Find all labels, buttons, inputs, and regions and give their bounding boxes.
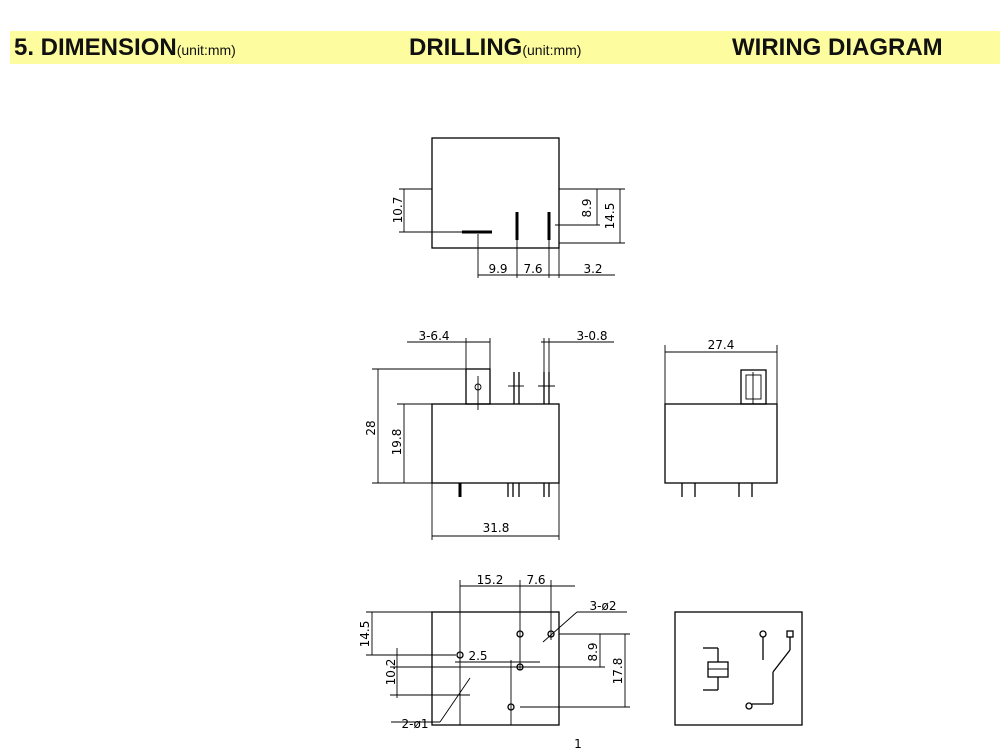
drilling-view: 15.2 7.6 3-ø2 14.5 10.2 2.5 8.9 17.8 2-ø… — [358, 573, 630, 731]
contact-com — [745, 702, 753, 710]
dim-10-7: 10.7 — [391, 197, 405, 224]
dim-3-0-8: 3-0.8 — [576, 329, 607, 343]
dim-10-2: 10.2 — [384, 659, 398, 686]
wiring-title: WIRING DIAGRAM — [732, 34, 943, 61]
coil-symbol — [707, 661, 729, 678]
dimension-title: 5. DIMENSION(unit:mm) — [14, 31, 236, 67]
drilling-unit: (unit:mm) — [522, 42, 582, 58]
dim-15-2: 15.2 — [477, 573, 504, 587]
dim-31-8: 31.8 — [483, 521, 510, 535]
page-mark: 1 — [574, 737, 582, 751]
dim-7-6b: 7.6 — [526, 573, 545, 587]
side-view: 27.4 — [664, 338, 778, 497]
header-bar — [10, 31, 1000, 64]
dim-3-2: 3.2 — [583, 262, 602, 276]
contact-nc — [759, 630, 767, 638]
top-view-body — [431, 137, 560, 249]
dim-7-6: 7.6 — [523, 262, 542, 276]
top-view: 10.7 8.9 14.5 9.9 7.6 3.2 — [391, 137, 625, 278]
front-view-body — [431, 403, 560, 484]
contact-no — [786, 630, 794, 638]
wiring-frame — [674, 611, 803, 726]
drilling-title: DRILLING(unit:mm) — [409, 31, 581, 67]
dim-19-8: 19.8 — [390, 429, 404, 456]
wiring-diagram — [674, 611, 803, 726]
dim-14-5b: 14.5 — [358, 621, 372, 648]
dim-8-9b: 8.9 — [586, 642, 600, 661]
dim-14-5: 14.5 — [603, 203, 617, 230]
dim-3-6-4: 3-6.4 — [418, 329, 449, 343]
front-view: 3-6.4 3-0.8 28 19.8 31.8 — [364, 329, 614, 540]
dimension-title-text: 5. DIMENSION — [14, 34, 177, 61]
dim-28: 28 — [364, 420, 378, 435]
dim-3-phi2: 3-ø2 — [590, 599, 617, 613]
dim-17-8: 17.8 — [611, 658, 625, 685]
drilling-body — [431, 611, 560, 726]
switch-arm — [772, 649, 791, 673]
drilling-title-text: DRILLING — [409, 34, 523, 61]
dim-2-phi1: 2-ø1 — [402, 717, 429, 731]
dim-9-9: 9.9 — [488, 262, 507, 276]
dim-2-5: 2.5 — [468, 649, 487, 663]
dim-27-4: 27.4 — [708, 338, 735, 352]
side-view-body — [664, 403, 778, 484]
dimension-unit: (unit:mm) — [176, 42, 236, 58]
dim-8-9: 8.9 — [580, 198, 594, 217]
